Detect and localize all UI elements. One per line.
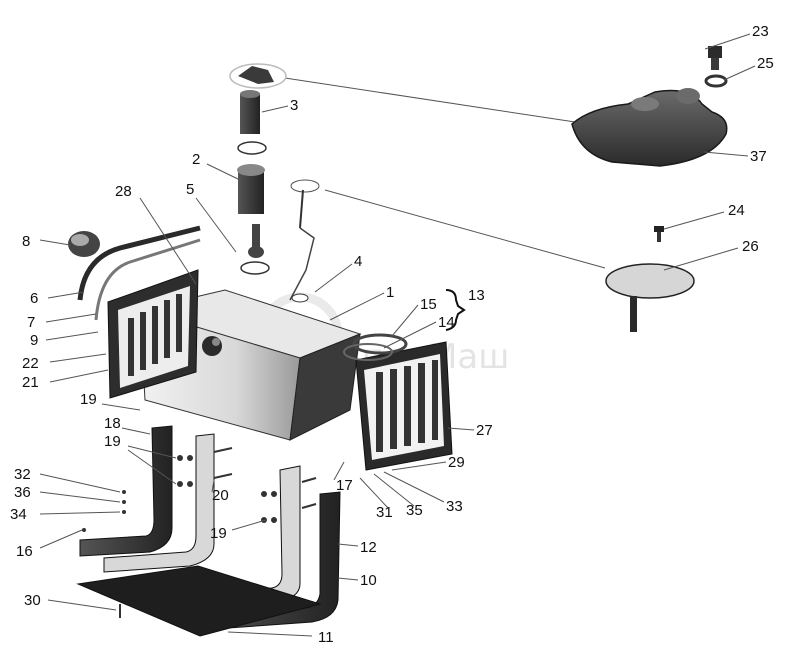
bolt — [708, 46, 722, 70]
callout-27: 26 — [742, 238, 759, 255]
callout-20: 19 — [80, 391, 97, 408]
callout-32: 31 — [376, 504, 393, 521]
bolts-small — [82, 447, 317, 618]
callout-2: 2 — [192, 151, 200, 168]
callout-19-right: 19 — [210, 525, 227, 542]
callout-4: 4 — [354, 253, 362, 270]
callout-24: 23 — [752, 23, 769, 40]
gasket-top — [229, 63, 287, 89]
callout-9: 9 — [30, 332, 38, 349]
gasket-5 — [240, 224, 270, 275]
rings — [343, 333, 408, 361]
callout-17: 17 — [336, 477, 353, 494]
gasket-small — [237, 141, 267, 155]
callout-1: 1 — [386, 284, 394, 301]
callout-15: 15 — [420, 296, 437, 313]
callout-22: 21 — [22, 374, 39, 391]
callout-35: 34 — [10, 506, 27, 523]
callout-23: 22 — [22, 355, 39, 372]
callout-36: 35 — [406, 502, 423, 519]
callout-21: 20 — [212, 487, 229, 504]
right-grille — [355, 341, 453, 471]
callout-11: 11 — [318, 629, 334, 646]
callout-38: 37 — [750, 148, 767, 165]
base-plate — [76, 565, 322, 637]
pipe-2 — [237, 164, 265, 214]
washer — [704, 74, 728, 88]
callout-8: 8 — [22, 233, 30, 250]
left-grille — [107, 269, 199, 399]
callout-28: 27 — [476, 422, 493, 439]
callout-19-left: 19 — [104, 433, 121, 450]
sensor-rod — [289, 179, 320, 301]
callout-33: 32 — [14, 466, 31, 483]
callout-13: 13 — [468, 287, 485, 304]
brace-bracket — [445, 289, 466, 331]
callout-30: 29 — [448, 454, 465, 471]
screw — [654, 226, 664, 242]
callout-26: 25 — [757, 55, 774, 72]
callout-10: 10 — [360, 572, 377, 589]
callout-5: 5 — [186, 181, 194, 198]
callout-18: 18 — [104, 415, 121, 432]
tank-straps — [77, 225, 201, 321]
assembly-lines — [284, 77, 606, 269]
leader-lines — [39, 33, 756, 637]
callout-16: 16 — [16, 543, 33, 560]
callout-34: 33 — [446, 498, 463, 515]
callout-37: 36 — [14, 484, 31, 501]
callout-14: 14 — [438, 314, 455, 331]
filler-neck-cover — [571, 88, 728, 167]
tank-cap — [68, 231, 100, 257]
callout-12: 12 — [360, 539, 377, 556]
callout-31: 30 — [24, 592, 41, 609]
callout-labels: 23 25 37 24 26 3 2 5 28 8 6 7 9 22 21 4 … — [10, 23, 774, 646]
pipe-3 — [240, 90, 260, 134]
callout-29: 28 — [115, 183, 132, 200]
callout-6: 6 — [30, 290, 38, 307]
callout-7: 7 — [27, 314, 35, 331]
callout-3: 3 — [290, 97, 298, 114]
callout-25: 24 — [728, 202, 745, 219]
disc-filter — [605, 263, 695, 332]
